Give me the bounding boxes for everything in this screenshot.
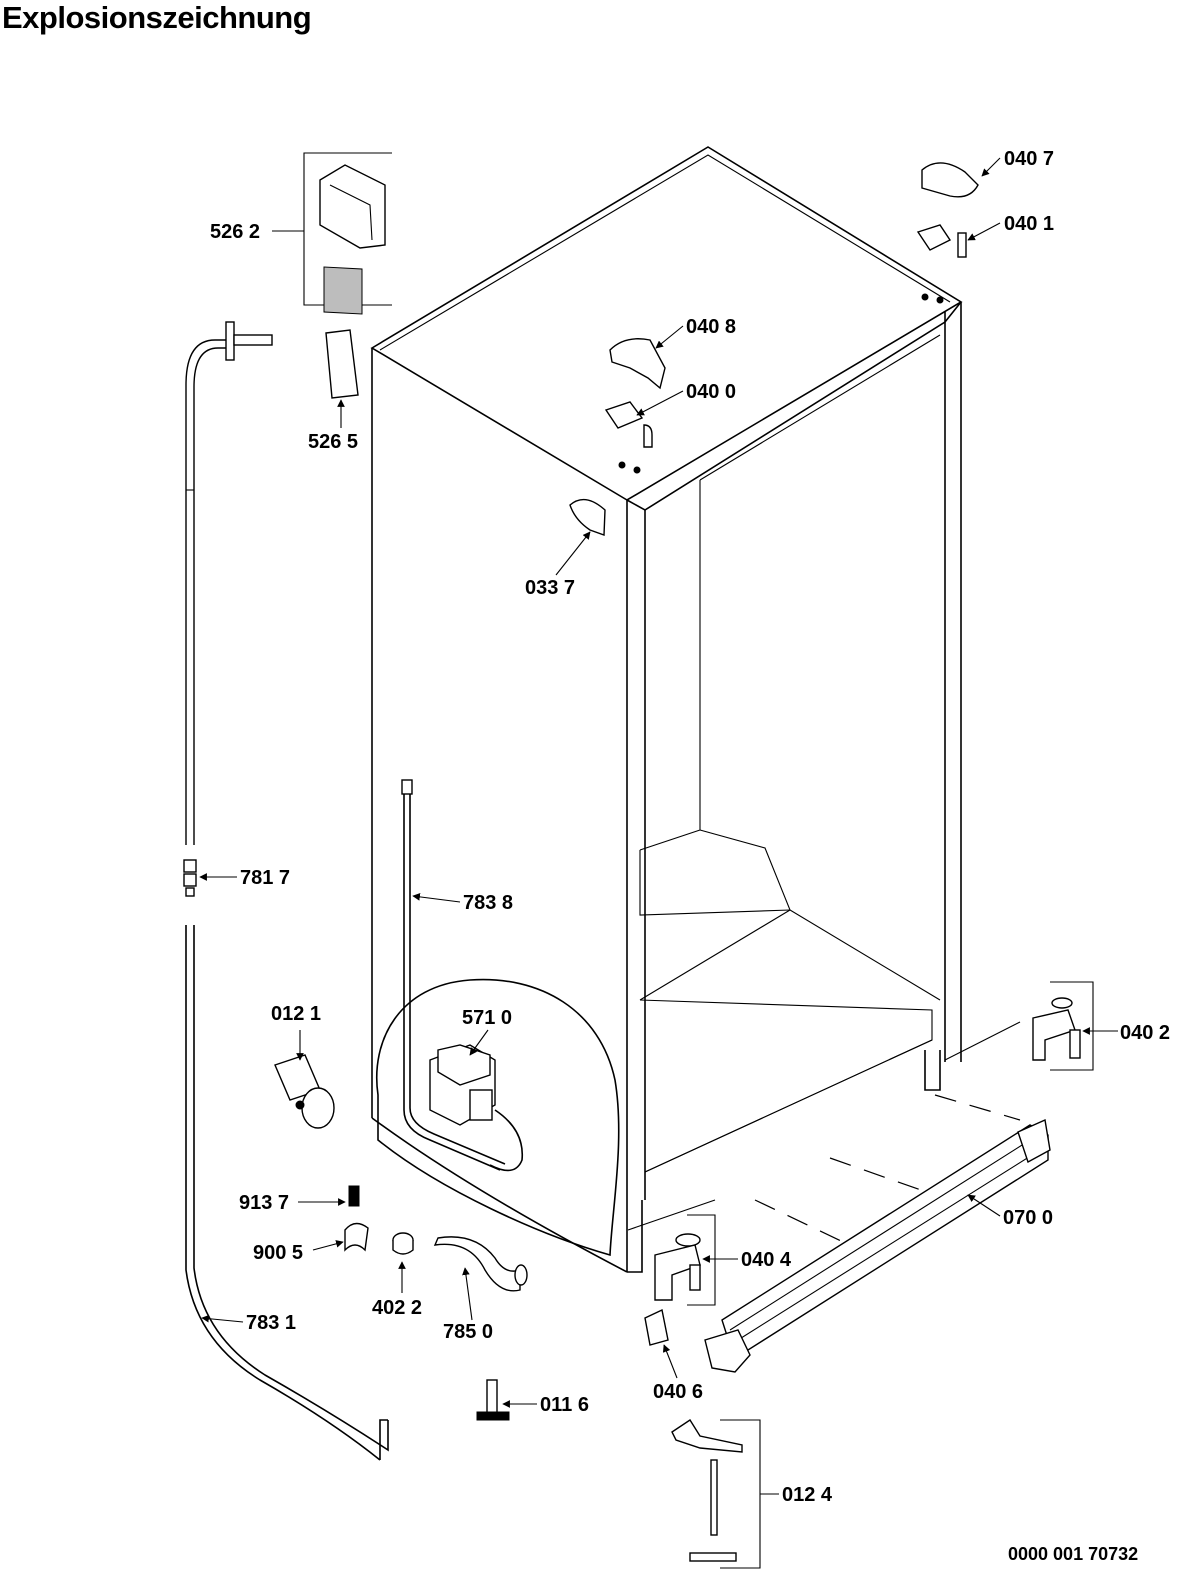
part-012-4-rod-kit: [671, 1419, 761, 1569]
callout-labels: 040 7 040 1 526 2 040 8 040 0 526 5 033 …: [210, 148, 1170, 1506]
part-783-8-capillary: [401, 779, 506, 1171]
callout-040-6: 040 6: [653, 1381, 703, 1403]
part-012-1-wheel: [274, 1054, 335, 1129]
callout-571-0: 571 0: [462, 1007, 512, 1029]
callout-033-7: 033 7: [525, 577, 575, 599]
callout-781-7: 781 7: [240, 867, 290, 889]
part-upper-pipe: [185, 321, 273, 845]
callout-040-2: 040 2: [1120, 1022, 1170, 1044]
leader-lines: [199, 157, 1118, 1495]
part-900-5-clip: [344, 1222, 369, 1252]
callout-900-5: 900 5: [253, 1242, 303, 1264]
callout-040-4: 040 4: [741, 1249, 792, 1271]
callout-012-1: 012 1: [271, 1003, 321, 1025]
part-040-0-hinge: [604, 401, 653, 474]
part-526-5-cover: [325, 329, 359, 399]
part-011-6-bolt: [476, 1379, 510, 1421]
part-402-2-cap: [392, 1232, 414, 1255]
part-040-6-bracket: [644, 1308, 669, 1346]
detail-outline: [376, 978, 620, 1257]
callout-040-7: 040 7: [1004, 148, 1054, 170]
callout-526-5: 526 5: [308, 431, 358, 453]
page-title: Explosionszeichnung: [2, 0, 312, 35]
callout-783-8: 783 8: [463, 892, 513, 914]
callout-785-0: 785 0: [443, 1321, 493, 1343]
cabinet-body: [370, 146, 1021, 1273]
callout-040-8: 040 8: [686, 316, 736, 338]
callout-040-1: 040 1: [1004, 213, 1054, 235]
part-040-7-cap: [921, 162, 979, 198]
assembly-guides: [754, 1094, 1021, 1251]
part-040-4-hinge: [654, 1214, 716, 1306]
part-040-2-hinge: [1032, 981, 1094, 1071]
part-070-0-toe-plate: [704, 1118, 1051, 1373]
part-785-0-hose: [433, 1236, 528, 1292]
callout-012-4: 012 4: [782, 1484, 833, 1506]
part-913-7-screw: [348, 1185, 360, 1207]
callout-402-2: 402 2: [372, 1297, 422, 1319]
part-040-1-hinge: [916, 224, 967, 304]
callout-783-1: 783 1: [246, 1312, 296, 1334]
part-526-2-bracket: [303, 152, 392, 315]
part-783-1-pipe: [185, 925, 389, 1461]
callout-070-0: 070 0: [1003, 1207, 1053, 1229]
callout-011-6: 011 6: [540, 1394, 589, 1416]
callout-913-7: 913 7: [239, 1192, 289, 1214]
part-033-7-handle: [569, 498, 606, 536]
part-781-7-connector: [183, 859, 197, 897]
document-number: 0000 001 70732: [1008, 1544, 1139, 1564]
callout-040-0: 040 0: [686, 381, 736, 403]
callout-526-2: 526 2: [210, 221, 260, 243]
part-040-8-cap: [609, 338, 666, 390]
